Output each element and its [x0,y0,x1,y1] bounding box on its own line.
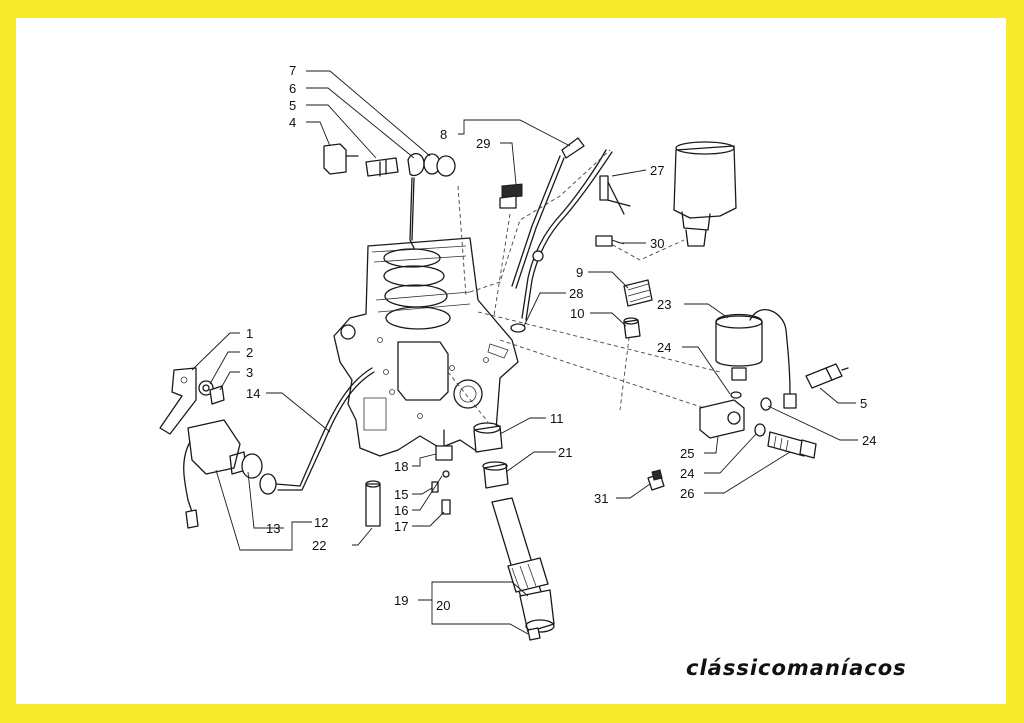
leader-3 [219,371,240,391]
callout-10: 10 [570,306,584,321]
callout-23: 23 [657,297,671,312]
leader-23 [684,303,729,319]
leader-15 [412,487,433,495]
callout-20: 20 [436,598,450,613]
callout-15: 15 [394,487,408,502]
callout-29: 29 [476,136,490,151]
callout-4: 4 [289,115,296,130]
leader-16 [412,475,443,511]
callout-7: 7 [289,63,296,78]
pickup-sensor-12 [183,419,277,529]
washer-nut-2-3 [198,380,225,405]
banjo-bolt-26 [767,431,817,459]
bushing-21 [482,461,509,489]
callout-24c: 24 [680,466,694,481]
callout-2: 2 [246,345,253,360]
pressure-switch-23 [715,309,797,409]
callout-19: 19 [394,593,408,608]
callout-1: 1 [246,326,253,341]
drive-gear-9 [623,279,653,307]
leader-22 [352,527,373,546]
leader-19 [418,581,529,635]
leader-17 [412,511,445,527]
dowel-22 [365,480,381,527]
callout-16: 16 [394,503,408,518]
dipstick [510,137,613,333]
callout-8: 8 [440,127,447,142]
leader-5-top [306,104,377,159]
callout-28: 28 [569,286,583,301]
leader-12 [215,469,312,551]
callout-18: 18 [394,459,408,474]
pins-15-18 [431,429,453,515]
leader-24b [767,405,858,441]
sensor-bracket-1 [159,367,197,435]
leader-25 [704,435,719,454]
callout-13: 13 [266,521,280,536]
leader-26 [704,451,791,494]
sensor-cable-14 [275,367,375,491]
callout-24a: 24 [657,340,671,355]
leader-2 [209,351,240,385]
callout-3: 3 [246,365,253,380]
bushing-11 [473,422,503,453]
plug-29 [499,183,523,209]
leader-7 [306,70,431,157]
callout-14: 14 [246,386,260,401]
oil-filter [673,141,737,247]
leader-31 [616,483,651,499]
callout-5-right: 5 [860,396,867,411]
dipstick-bracket [595,175,631,247]
callout-12: 12 [314,515,328,530]
leader-5-right [819,387,856,404]
callout-11: 11 [550,411,564,426]
callout-9: 9 [576,265,583,280]
callout-31: 31 [594,491,608,506]
bushing-10 [623,317,641,339]
leader-6 [306,87,415,159]
pin-20 [527,627,541,641]
callout-6: 6 [289,81,296,96]
callout-22: 22 [312,538,326,553]
callout-25: 25 [680,446,694,461]
leader-lines [191,70,858,635]
leader-30 [611,239,646,244]
callout-21: 21 [558,445,572,460]
callout-24b: 24 [862,433,876,448]
temperature-sender-5 [805,363,849,389]
leader-13 [247,471,284,529]
callout-17: 17 [394,519,408,534]
oil-pressure-sender-top [323,143,456,249]
leader-24a [682,346,731,395]
leader-21 [505,451,556,473]
leader-27 [611,169,647,177]
callout-26: 26 [680,486,694,501]
leader-14 [266,392,331,433]
leader-29 [500,142,517,185]
callout-5-top: 5 [289,98,296,113]
leader-4 [306,121,331,147]
leader-28 [523,292,566,327]
callout-30: 30 [650,236,664,251]
watermark-logo: clássicomaníacos [686,656,907,680]
leader-8 [458,119,571,147]
leader-24c [704,433,757,474]
callout-labels: 7 6 5 4 8 29 27 30 9 28 10 23 24 5 24 25… [246,63,876,613]
leader-10 [590,312,627,327]
leader-9 [588,271,629,289]
plug-31 [647,469,665,491]
banjo-fitting-25 [699,391,772,439]
leader-11 [499,417,546,435]
callout-27: 27 [650,163,664,178]
assembly-guide-lines [447,149,721,423]
leader-18 [412,453,437,467]
leader-1 [191,332,240,371]
shaft-19 [491,497,555,633]
